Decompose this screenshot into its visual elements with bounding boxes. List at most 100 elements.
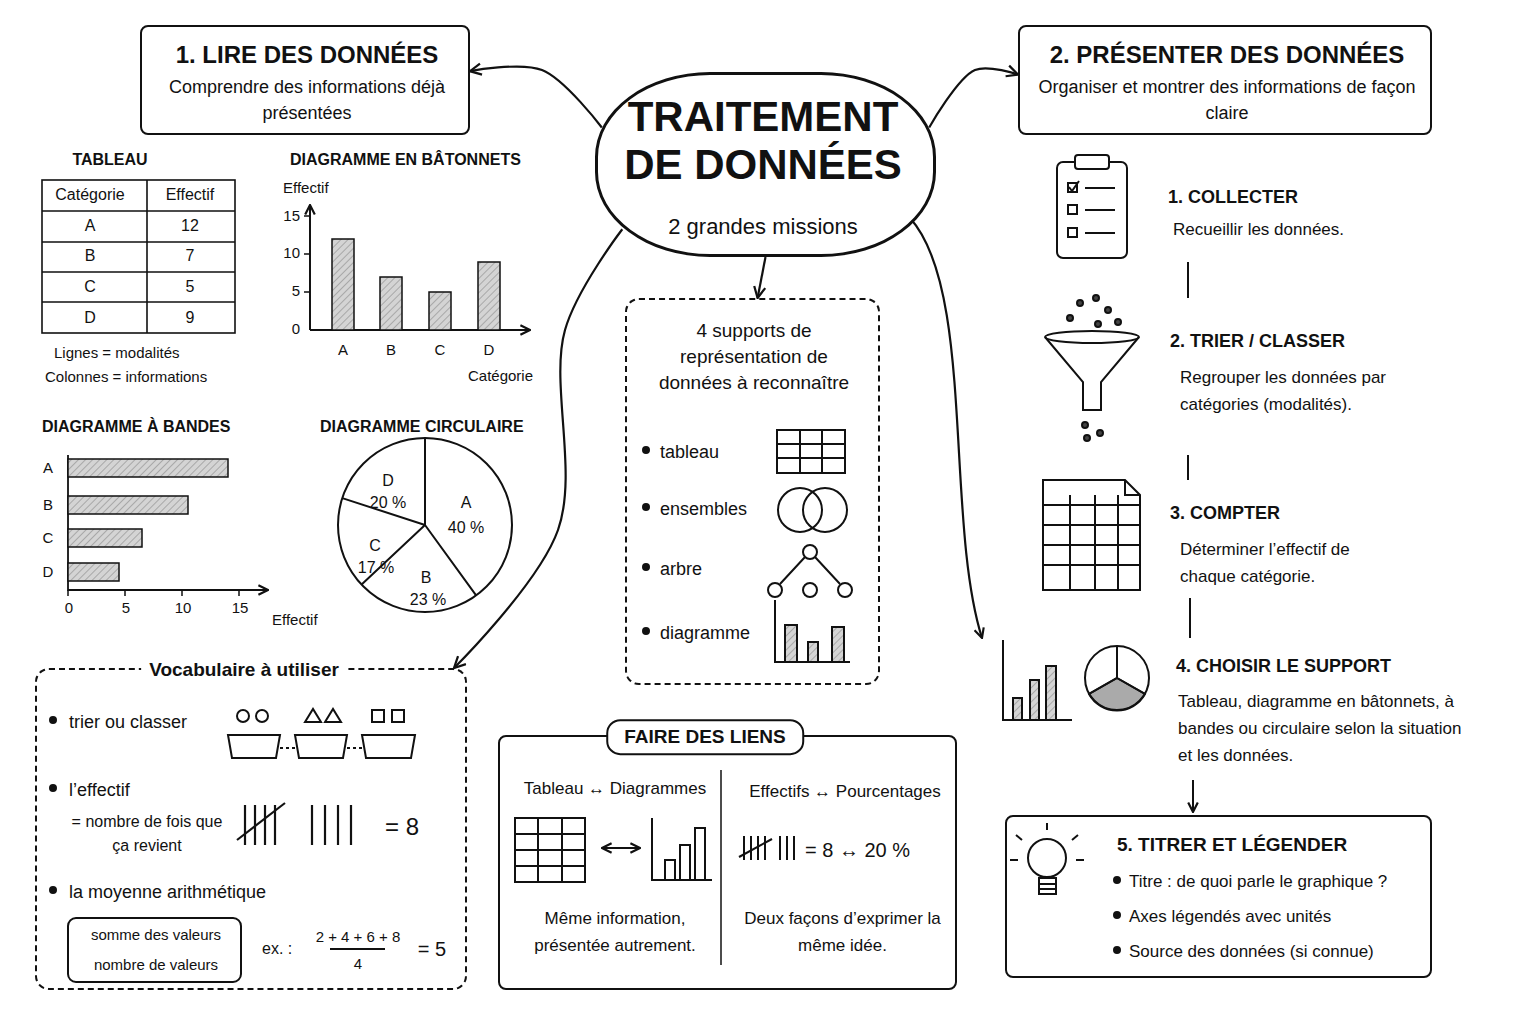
table-note: Colonnes = informations (45, 368, 207, 387)
vocabulary-icons-part (362, 735, 415, 758)
band-chart-part (68, 459, 228, 581)
process-icons-part (1003, 640, 1072, 720)
links-icons-part (665, 860, 675, 880)
supports-icons-part (777, 430, 845, 473)
step-title: 1. COLLECTER (1168, 186, 1298, 209)
node-heading: 4 supports de représentation de données … (644, 318, 864, 396)
table-cell: 7 (186, 246, 195, 266)
chart-title: DIAGRAMME À BANDES (42, 417, 230, 437)
connector-arrow (470, 67, 602, 128)
axis-label: Effectif (272, 611, 318, 630)
node-text: = 5 (418, 937, 446, 962)
tally-marks-part (743, 836, 745, 860)
table-cell: C (84, 277, 96, 297)
process-icons-part (1030, 680, 1039, 720)
supports-icons-part (643, 447, 649, 453)
links-icons-part (695, 828, 705, 880)
node-text: trier ou classer (69, 711, 187, 734)
lightbulb-icon-part (1039, 884, 1056, 889)
slice-label: B (421, 568, 432, 588)
step-text: Déterminer l’effectif de chaque catégori… (1180, 536, 1355, 590)
tally-marks-part (350, 805, 352, 845)
process-icons-part (1046, 666, 1056, 720)
band-chart-part-part (68, 496, 188, 514)
axis-label: 15 (283, 207, 300, 226)
axis-label: 15 (232, 599, 249, 618)
links-icons-part (515, 818, 585, 882)
axis-label: C (435, 341, 446, 360)
bar-chart-part (309, 205, 311, 330)
lightbulb-icon-part (1114, 912, 1120, 918)
tally-marks-part (324, 805, 326, 845)
node-text: Même information, présentée autrement. (515, 905, 715, 959)
vocabulary-icons-part (280, 747, 362, 749)
process-icons-part (1093, 295, 1099, 301)
process-icons-part (1045, 331, 1139, 343)
lightbulb-icon-part (1114, 947, 1120, 953)
chart-title: TABLEAU (72, 150, 147, 170)
links-icons-part (652, 818, 712, 880)
process-icons-part (1013, 698, 1022, 720)
bar-chart-part-part (429, 292, 451, 330)
vocabulary-icons-part (372, 710, 384, 722)
node-heading: FAIRE DES LIENS (606, 719, 804, 755)
node-text: Axes légendés avec unités (1129, 906, 1331, 927)
bar-chart-part (310, 205, 530, 330)
bar-chart-part-part (332, 239, 354, 330)
vocabulary-icons-part (392, 710, 404, 722)
lightbulb-icon-part (1028, 839, 1066, 877)
supports-icons-part (832, 627, 844, 662)
vocabulary-icons-part (305, 709, 341, 722)
axis-label: 10 (283, 244, 300, 263)
band-chart-part-part (68, 529, 142, 547)
axis-label: 5 (292, 282, 300, 301)
band-chart-part (68, 590, 239, 596)
process-icons-part (1089, 646, 1145, 694)
table-cell: Effectif (166, 185, 215, 205)
process-icons-part (1089, 678, 1145, 711)
tally-marks-part (337, 805, 339, 845)
node-text: ex. : (262, 939, 292, 959)
axis-label: 10 (175, 599, 192, 618)
node-text: Deux façons d’exprimer la même idée. (740, 905, 945, 959)
process-icons-part (1075, 155, 1109, 169)
lightbulb-icon (1010, 823, 1120, 953)
lightbulb-icon-part (1114, 877, 1120, 883)
process-icons-part (1125, 480, 1140, 495)
node-text: diagramme (660, 622, 750, 645)
band-chart (68, 455, 268, 596)
node-text: la moyenne arithmétique (69, 881, 266, 904)
table-cell: D (84, 308, 96, 328)
links-box: FAIRE DES LIENSTableau ↔ DiagrammesMême … (498, 735, 957, 990)
vocabulary-icons-part (295, 735, 347, 758)
formula-box: somme des valeursnombre de valeurs (67, 917, 242, 983)
node-text: = nombre de fois que ça revient (67, 810, 227, 858)
process-icons-part (1077, 300, 1083, 306)
connector-arrow (454, 229, 622, 668)
node-text: = 8 (385, 812, 419, 842)
axis-label: 0 (65, 599, 73, 618)
node-heading: 1. LIRE DES DONNÉES (176, 40, 439, 70)
tally-marks-part (779, 836, 781, 860)
vocabulary-icons-part (256, 710, 268, 722)
supports-icons-part (838, 583, 852, 597)
slice-label: D (382, 471, 394, 491)
bar-chart-part-part (478, 262, 500, 330)
mission-box: 1. LIRE DES DONNÉESComprendre des inform… (140, 25, 470, 135)
supports-icons-part (643, 628, 649, 634)
step-title: 3. COMPTER (1170, 502, 1280, 525)
tally-marks-part (311, 805, 313, 845)
node-text: Effectifs ↔ Pourcentages (749, 781, 941, 802)
supports-icons-part (785, 625, 797, 662)
axis-label: Effectif (283, 179, 329, 198)
bar-chart-part (304, 216, 310, 292)
supports-icons-part (643, 504, 649, 510)
band-chart-part-part (68, 459, 228, 477)
supports-icons-part (768, 583, 782, 597)
vocabulary-icons-part (330, 948, 385, 950)
mission-box: 2. PRÉSENTER DES DONNÉESOrganiser et mon… (1018, 25, 1432, 135)
node-text: Source des données (si connue) (1129, 941, 1374, 962)
central-hub: TRAITEMENT DE DONNÉES2 grandes missions (595, 72, 936, 257)
vocabulary-icons (50, 709, 415, 949)
step-title: 4. CHOISIR LE SUPPORT (1176, 655, 1391, 678)
